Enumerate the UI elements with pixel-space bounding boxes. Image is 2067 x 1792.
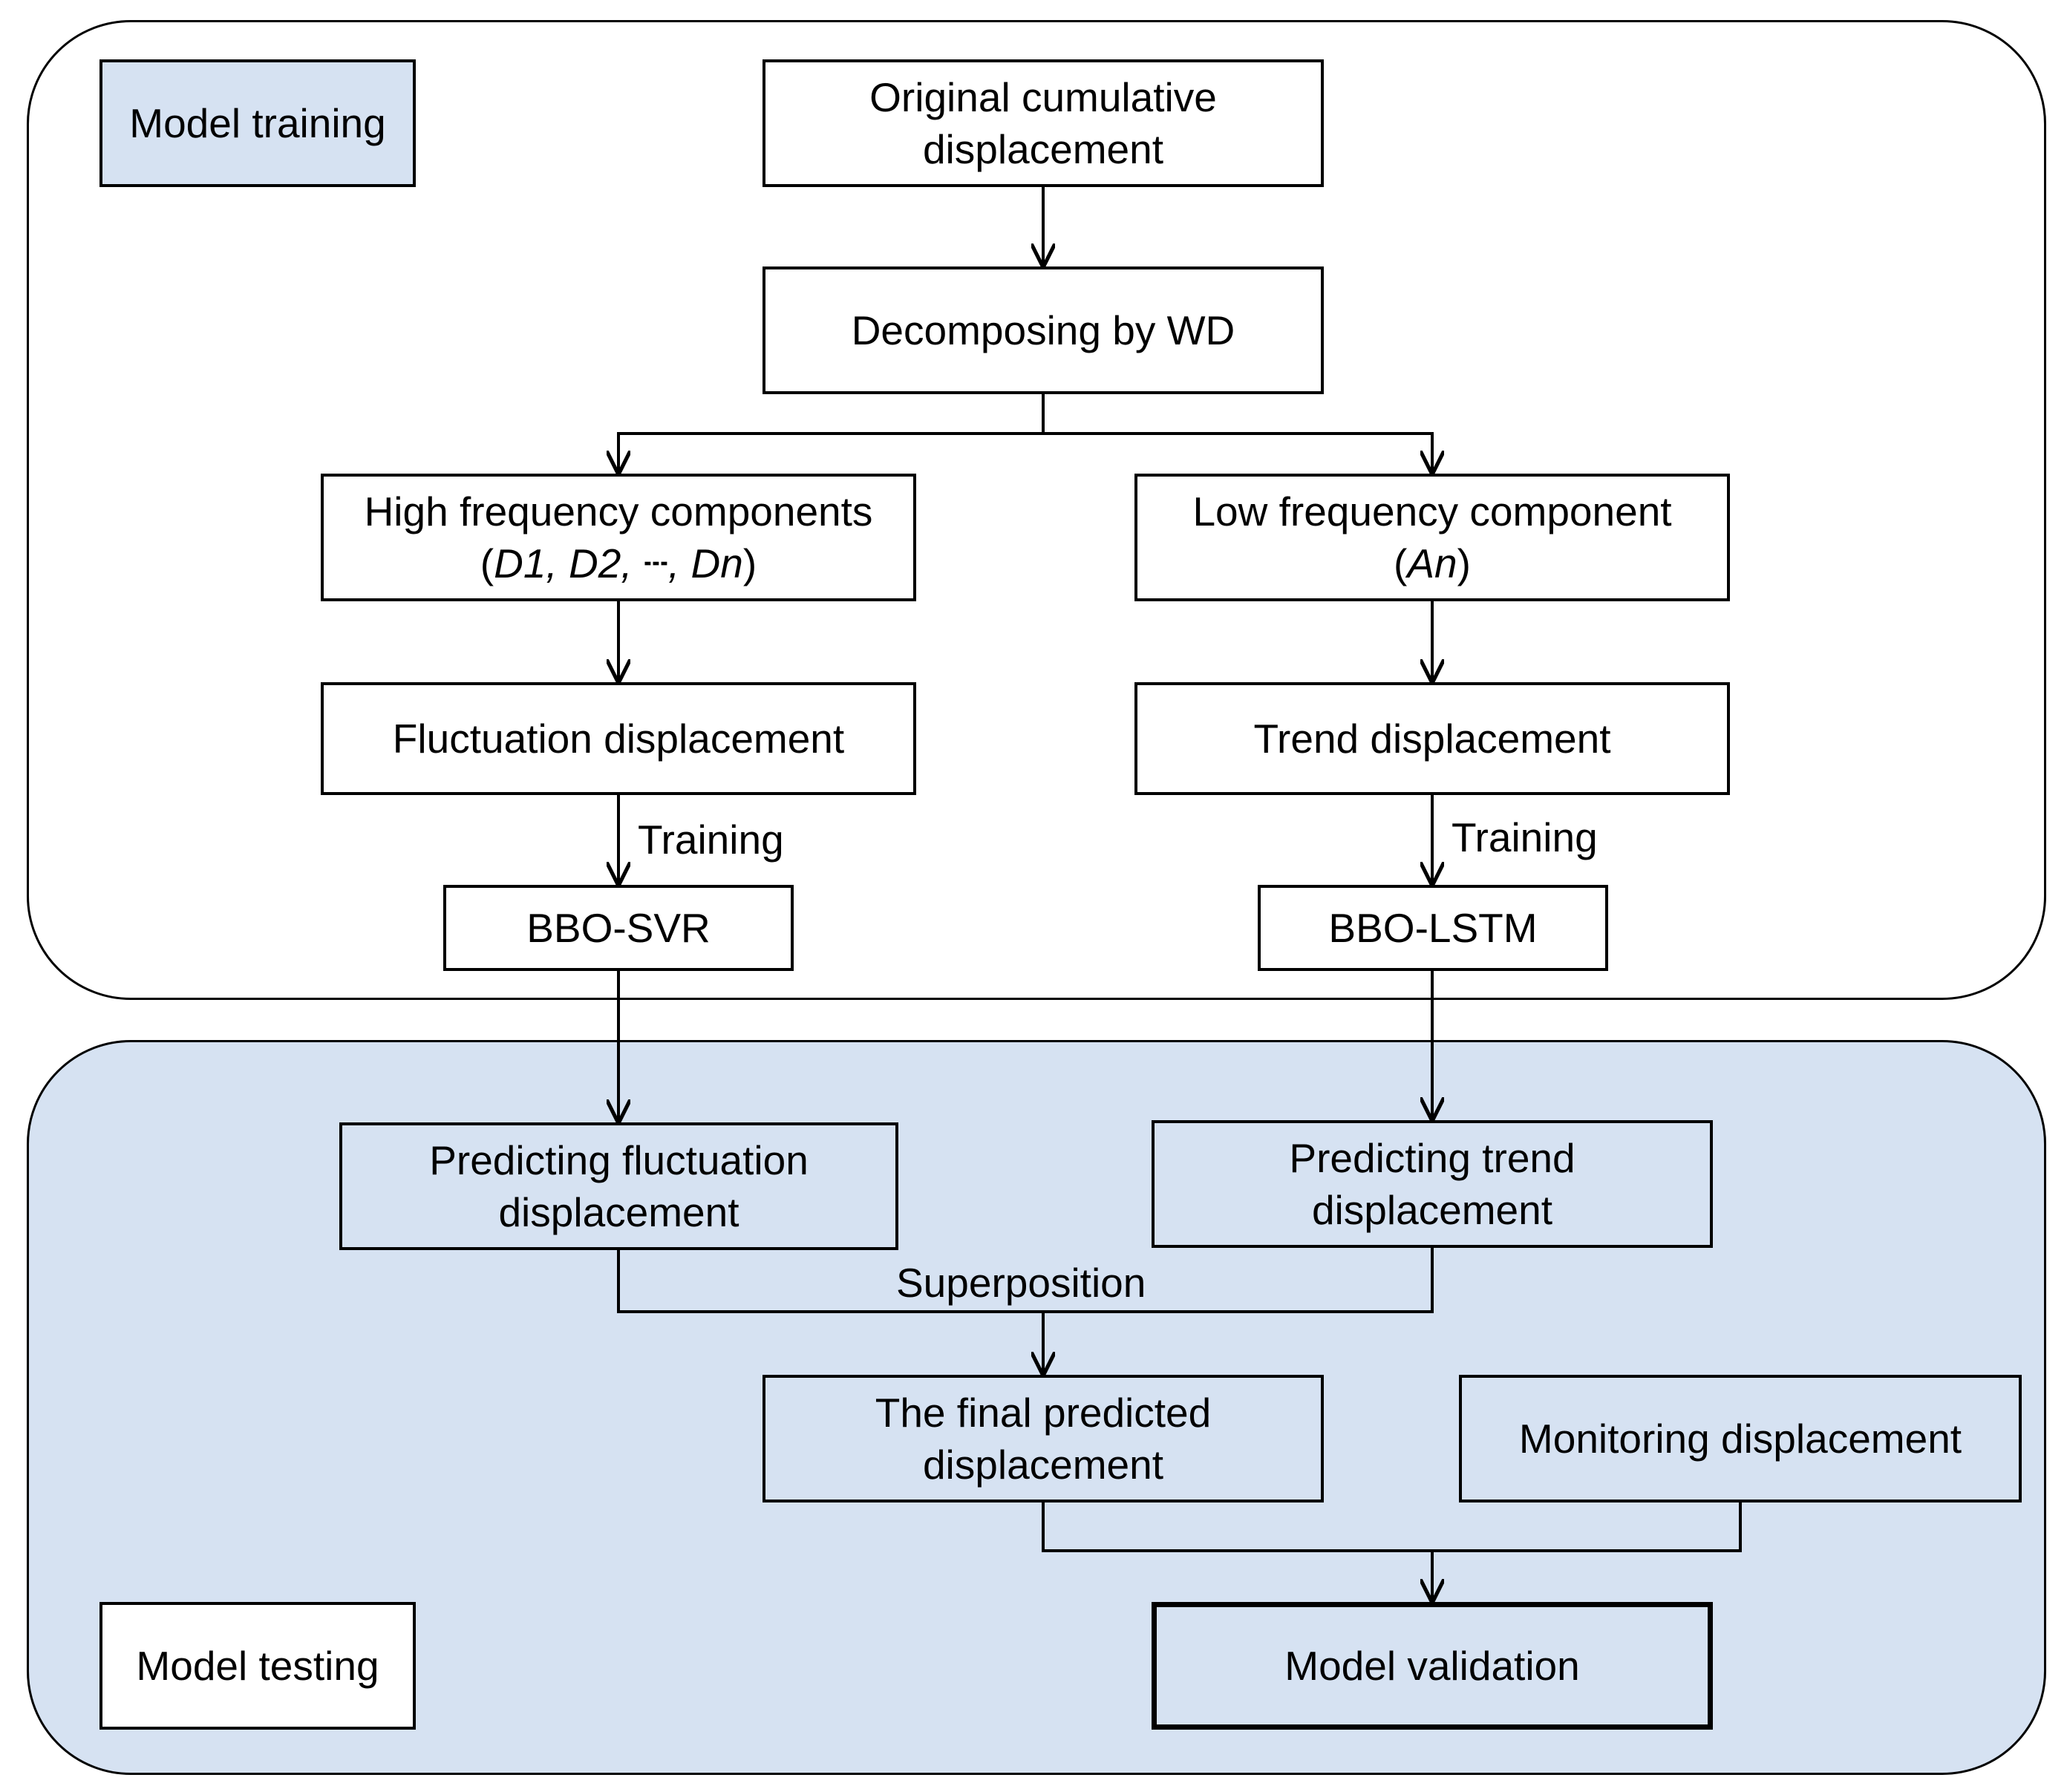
trend-displacement-box: Trend displacement [1134,682,1730,795]
approximation-symbol: An [1407,540,1457,586]
split-connector [618,393,1045,472]
predicting-trend-box: Predicting trend displacement [1152,1120,1713,1248]
model-testing-label-text: Model testing [136,1643,379,1689]
fluctuation-text: Fluctuation displacement [392,716,845,762]
model-validation-box: Model validation [1152,1602,1713,1730]
low-frequency-line1: Low frequency component [1192,488,1672,534]
final-pred-line2: displacement [922,1442,1164,1488]
model-training-label-text: Model training [129,100,386,146]
final-predicted-box: The final predicted displacement [763,1375,1324,1502]
bbo-lstm-text: BBO-LSTM [1328,905,1538,951]
trend-text: Trend displacement [1253,716,1611,762]
paren-close: ) [742,540,757,586]
high-frequency-line1: High frequency components [364,488,873,534]
original-displacement-box: Original cumulative displacement [763,59,1324,187]
pred-trend-line2: displacement [1311,1187,1553,1233]
bbo-lstm-box: BBO-LSTM [1258,885,1608,971]
superposition-connector [617,1246,1434,1313]
paren-close: ) [1457,540,1471,586]
original-line1: Original cumulative [869,74,1217,120]
model-validation-text: Model validation [1284,1643,1580,1689]
paren-open: ( [480,540,494,586]
monitoring-displacement-box: Monitoring displacement [1459,1375,2022,1502]
monitoring-text: Monitoring displacement [1518,1416,1962,1462]
final-pred-line1: The final predicted [875,1390,1212,1436]
model-training-label: Model training [99,59,416,187]
component-list-end: , Dn [668,540,743,586]
pred-fluct-line1: Predicting fluctuation [429,1137,809,1183]
low-frequency-box: Low frequency component (An) [1134,474,1730,601]
component-list-start: D1, D2, [494,540,644,586]
superposition-label: Superposition [896,1260,1146,1306]
ellipsis: ┄ [643,540,668,586]
original-line2: displacement [922,126,1164,172]
validation-connector [1042,1501,1742,1552]
high-frequency-box: High frequency components (D1, D2, ┄, Dn… [321,474,916,601]
training-label-right: Training [1452,814,1598,860]
bbo-svr-text: BBO-SVR [526,905,711,951]
decompose-text: Decomposing by WD [851,307,1235,353]
predicting-fluctuation-box: Predicting fluctuation displacement [339,1122,898,1250]
training-label-left: Training [638,817,784,863]
pred-fluct-line2: displacement [498,1189,739,1235]
bbo-svr-box: BBO-SVR [443,885,794,971]
pred-trend-line1: Predicting trend [1289,1135,1575,1181]
split-connector-right [1043,432,1432,472]
decompose-box: Decomposing by WD [763,266,1324,394]
model-testing-label: Model testing [99,1602,416,1730]
fluctuation-displacement-box: Fluctuation displacement [321,682,916,795]
paren-open: ( [1394,540,1408,586]
